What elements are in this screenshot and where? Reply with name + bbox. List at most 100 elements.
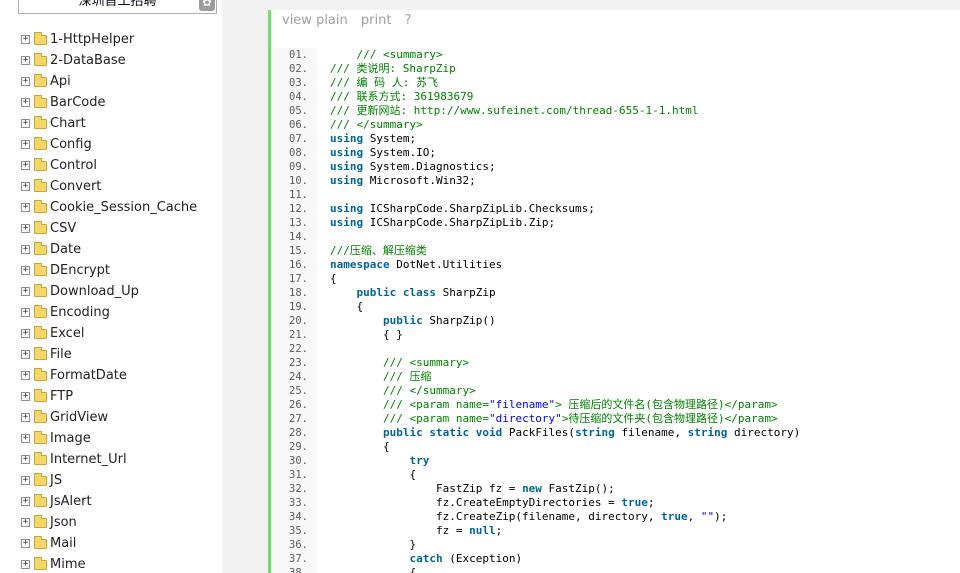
code-line: { [330, 468, 416, 482]
tree-item[interactable]: +Excel [0, 324, 222, 345]
code-token [330, 314, 383, 327]
tree-item[interactable]: +Mime [0, 555, 222, 573]
comment-token: /// 编 码 人: 苏飞 [330, 76, 438, 89]
keyword-token: string [575, 426, 615, 439]
code-panel: view plain print ? 01.02.03.04.05.06.07.… [222, 0, 960, 573]
keyword-token: public [382, 314, 423, 327]
expand-toggle-icon[interactable]: + [21, 223, 30, 233]
line-number: 30. [289, 455, 308, 467]
code-token: { } [330, 328, 403, 341]
tree-item[interactable]: +FTP [0, 387, 222, 408]
folder-icon [34, 494, 47, 507]
site-banner[interactable]: 深圳首工招聘 ✿ [18, 0, 217, 14]
expand-toggle-icon[interactable]: + [21, 244, 30, 254]
line-number: 09. [289, 161, 308, 173]
expand-toggle-icon[interactable]: + [21, 538, 30, 548]
tree-item[interactable]: +Chart [0, 114, 222, 135]
code-line: namespace DotNet.Utilities [330, 258, 502, 272]
tree-item[interactable]: +1-HttpHelper [0, 30, 222, 51]
tree-item-label: Control [50, 158, 97, 173]
tree-item[interactable]: +BarCode [0, 93, 222, 114]
expand-toggle-icon[interactable]: + [21, 391, 30, 401]
tree-item[interactable]: + Control [0, 156, 222, 177]
code-line: /// <summary> [330, 356, 469, 370]
tree-item[interactable]: +Encoding [0, 303, 222, 324]
tree-item[interactable]: +Mail [0, 534, 222, 555]
paw-icon[interactable]: ✿ [199, 0, 215, 11]
expand-toggle-icon[interactable]: + [21, 328, 30, 338]
tree-item[interactable]: +2-DataBase [0, 51, 222, 72]
expand-toggle-icon[interactable]: + [21, 307, 30, 317]
line-number-gutter: 01.02.03.04.05.06.07.08.09.10.11.12.13.1… [271, 48, 317, 573]
tree-item-label: Download_Up [50, 284, 139, 299]
help-link[interactable]: ? [404, 13, 412, 28]
view-plain-link[interactable]: view plain [282, 13, 348, 28]
tree-item[interactable]: +Image [0, 429, 222, 450]
expand-toggle-icon[interactable]: + [21, 160, 30, 170]
code-token: { [330, 440, 390, 453]
tree-item[interactable]: +File [0, 345, 222, 366]
tree-item[interactable]: +Api [0, 72, 222, 93]
line-number: 23. [289, 357, 308, 369]
line-number: 35. [289, 525, 308, 537]
folder-tree: +1-HttpHelper+2-DataBase+Api+BarCode+Cha… [0, 30, 222, 573]
expand-toggle-icon[interactable]: + [21, 370, 30, 380]
expand-toggle-icon[interactable]: + [21, 181, 30, 191]
expand-toggle-icon[interactable]: + [21, 496, 30, 506]
line-number: 25. [289, 385, 308, 397]
folder-icon [34, 74, 47, 87]
expand-toggle-icon[interactable]: + [21, 433, 30, 443]
print-link[interactable]: print [360, 13, 392, 28]
tree-item[interactable]: +Json [0, 513, 222, 534]
keyword-token: string [687, 426, 728, 439]
folder-icon [34, 158, 47, 171]
tree-item[interactable]: +CSV [0, 219, 222, 240]
code-line: /// </summary> [330, 118, 423, 132]
keyword-token: new [522, 482, 542, 495]
code-token: SharpZip() [422, 314, 496, 327]
expand-toggle-icon[interactable]: + [21, 34, 30, 44]
tree-item[interactable]: +Internet_Url [0, 450, 222, 471]
expand-toggle-icon[interactable]: + [21, 139, 30, 149]
tree-item[interactable]: +FormatDate [0, 366, 222, 387]
code-line: public static void PackFiles(string file… [330, 426, 800, 440]
tree-item-label: GridView [50, 410, 109, 425]
line-number: 24. [289, 371, 308, 383]
expand-toggle-icon[interactable]: + [21, 454, 30, 464]
expand-toggle-icon[interactable]: + [21, 559, 30, 569]
expand-toggle-icon[interactable]: + [21, 286, 30, 296]
code-line: public SharpZip() [330, 314, 496, 328]
code-token: ICSharpCode.SharpZipLib.Checksums; [363, 202, 595, 215]
tree-item[interactable]: + Config [0, 135, 222, 156]
tree-item[interactable]: +JS [0, 471, 222, 492]
tree-item-label: 1-HttpHelper [50, 32, 135, 47]
tree-item[interactable]: +DEncrypt [0, 261, 222, 282]
tree-item[interactable]: +Date [0, 240, 222, 261]
code-token: { [330, 566, 417, 573]
tree-item[interactable]: + GridView [0, 408, 222, 429]
tree-item-label: Config [50, 137, 92, 152]
expand-toggle-icon[interactable]: + [21, 76, 30, 86]
expand-toggle-icon[interactable]: + [21, 265, 30, 275]
code-token: { [330, 300, 364, 313]
expand-toggle-icon[interactable]: + [21, 202, 30, 212]
tree-item[interactable]: +JsAlert [0, 492, 222, 513]
expand-toggle-icon[interactable]: + [21, 349, 30, 359]
expand-toggle-icon[interactable]: + [21, 517, 30, 527]
tree-item[interactable]: +Cookie_Session_Cache [0, 198, 222, 219]
line-number: 31. [289, 469, 308, 481]
expand-toggle-icon[interactable]: + [21, 55, 30, 65]
folder-icon [34, 347, 47, 360]
expand-toggle-icon[interactable]: + [21, 412, 30, 422]
tree-item-label: 2-DataBase [50, 53, 126, 68]
expand-toggle-icon[interactable]: + [21, 97, 30, 107]
folder-icon [34, 53, 47, 66]
code-token: Microsoft.Win32; [363, 174, 476, 187]
tree-item[interactable]: + Download_Up [0, 282, 222, 303]
line-number: 20. [289, 315, 308, 327]
tree-item[interactable]: +Convert [0, 177, 222, 198]
expand-toggle-icon[interactable]: + [21, 475, 30, 485]
expand-toggle-icon[interactable]: + [21, 118, 30, 128]
line-number: 02. [289, 63, 308, 75]
code-line: ///压缩、解压缩类 [330, 244, 427, 258]
